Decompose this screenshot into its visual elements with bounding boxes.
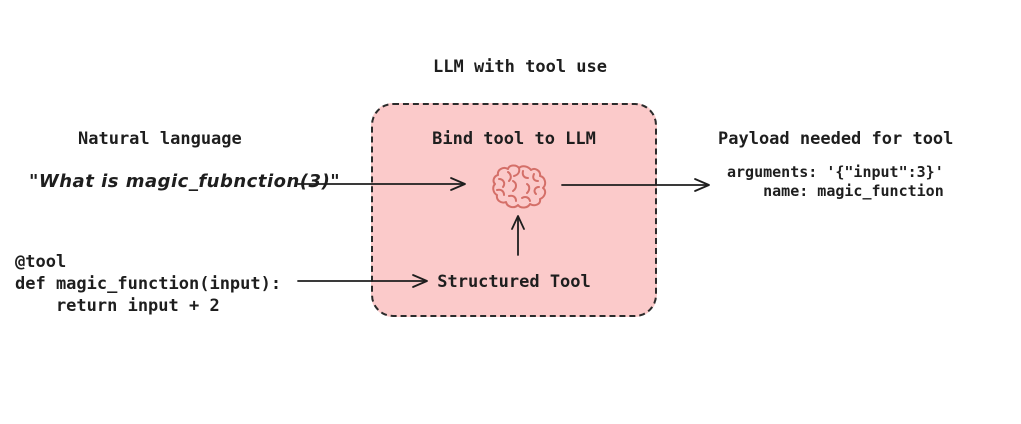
payload-block: arguments: '{"input":3}' name: magic_fun… — [727, 163, 944, 201]
bind-box-heading: Bind tool to LLM — [432, 129, 596, 149]
diagram-title: LLM with tool use — [433, 57, 607, 77]
payload-heading: Payload needed for tool — [718, 129, 954, 149]
tool-code-line: return input + 2 — [15, 296, 220, 316]
brain-icon — [491, 162, 547, 212]
tool-code-block: @tool def magic_function(input): return … — [15, 251, 281, 317]
bind-tool-box: Bind tool to LLM Structured Tool — [371, 103, 657, 317]
natural-language-heading: Natural language — [78, 129, 242, 149]
payload-line: name: magic_function — [727, 182, 944, 200]
structured-tool-label: Structured Tool — [437, 272, 591, 292]
tool-code-line: @tool — [15, 252, 67, 272]
natural-language-quote: "What is magic_fubnction(3)" — [29, 171, 341, 192]
payload-line: arguments: '{"input":3}' — [727, 163, 944, 181]
tool-code-line: def magic_function(input): — [15, 274, 282, 294]
